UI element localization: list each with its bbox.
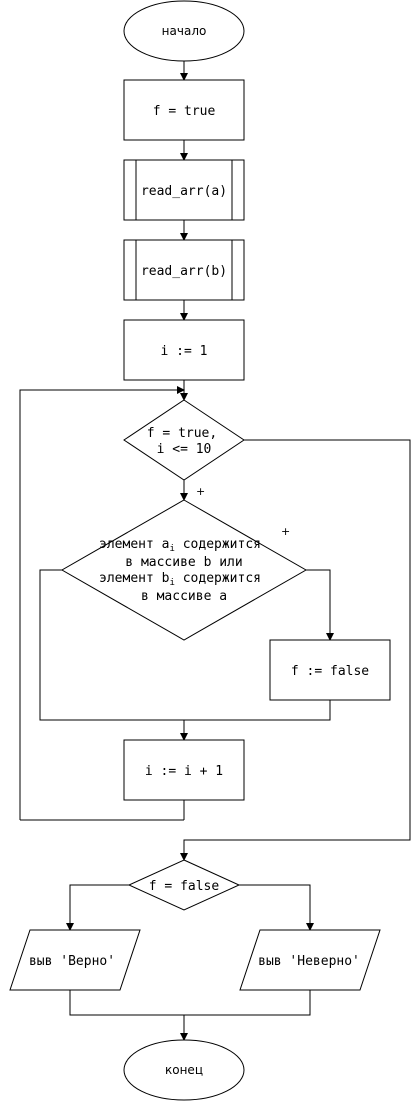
inner-cond-line1: элемент ai содержится — [99, 537, 261, 554]
read-b-label: read_arr(b) — [141, 264, 227, 279]
process-init-i: i := 1 — [123, 319, 245, 381]
end-label: конец — [165, 1063, 203, 1077]
read-a-label: read_arr(a) — [141, 184, 227, 199]
subprocess-read-a: read_arr(a) — [123, 159, 245, 221]
output-true: выв 'Верно' — [9, 929, 141, 991]
decision-loop: f = true, i <= 10 — [123, 399, 245, 481]
inner-yes-label: + — [281, 525, 290, 538]
process-set-false: f := false — [269, 639, 391, 701]
process-incr-i: i := i + 1 — [123, 739, 245, 801]
loop-yes-label: + — [196, 485, 205, 498]
output-false: выв 'Неверно' — [239, 929, 381, 991]
init-f-label: f = true — [153, 104, 216, 119]
incr-i-label: i := i + 1 — [145, 764, 223, 779]
connector-inner-yes — [304, 569, 334, 641]
connector-set-false-merge — [184, 700, 331, 721]
connector-final-merge — [69, 990, 311, 1016]
connector-loop-back — [19, 386, 185, 820]
loop-cond-line2: i <= 10 — [157, 442, 212, 457]
loop-cond-line1: f = true, — [147, 426, 217, 441]
start-terminator: начало — [123, 0, 245, 62]
connector-loop-exit — [180, 439, 411, 861]
set-false-label: f := false — [291, 664, 369, 679]
start-label: начало — [162, 24, 207, 38]
end-terminator: конец — [123, 1039, 245, 1101]
connector-final-right — [239, 884, 314, 931]
out-false-label: выв 'Неверно' — [258, 954, 360, 969]
process-init-f: f = true — [123, 79, 245, 141]
decision-final: f = false — [127, 859, 241, 911]
final-cond-label: f = false — [149, 879, 220, 894]
subprocess-read-b: read_arr(b) — [123, 239, 245, 301]
inner-cond-line3: элемент bi содержится — [99, 571, 261, 588]
connectors — [19, 61, 411, 1041]
decision-inner: элемент ai содержится в массиве b или эл… — [60, 499, 308, 641]
inner-cond-line2: в массиве b или — [125, 555, 242, 570]
init-i-label: i := 1 — [161, 344, 208, 359]
inner-cond-line4: в массиве a — [141, 589, 227, 604]
connector-inner-no — [39, 569, 184, 721]
connector-final-left — [66, 884, 129, 931]
out-true-label: выв 'Верно' — [29, 954, 115, 969]
